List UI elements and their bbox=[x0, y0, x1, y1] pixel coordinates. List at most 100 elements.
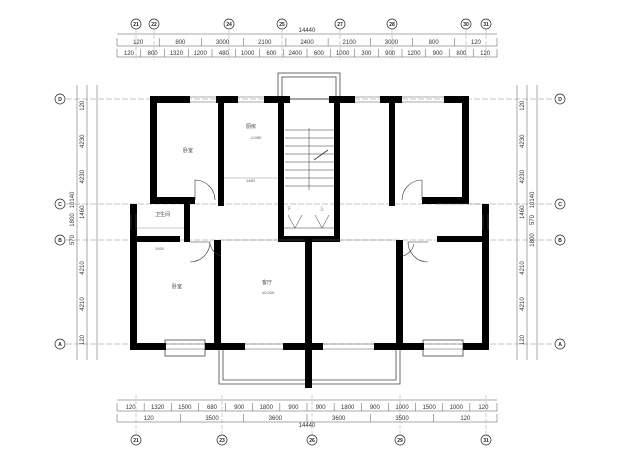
top-dim-row2-0: 120 bbox=[124, 51, 135, 57]
staircase bbox=[284, 128, 334, 229]
axis-label-bottom-21: 21 bbox=[133, 438, 139, 444]
bottom-dim-row2-3: 3600 bbox=[332, 416, 346, 422]
top-dim-row2-5: 1000 bbox=[241, 51, 255, 57]
right-dim-c-0: 4210 bbox=[520, 261, 526, 275]
right-dim-a-0: 120 bbox=[520, 100, 526, 111]
top-dim-row2-2: 1320 bbox=[170, 51, 184, 57]
right-dim-c-2: 120 bbox=[520, 334, 526, 345]
top-dim-row2-13: 900 bbox=[433, 51, 444, 57]
left-dim-a-1: 4230 bbox=[80, 134, 86, 148]
room-label-bathroom: 卫生间 bbox=[155, 211, 170, 218]
kitchen-elevation: -0.050 bbox=[250, 135, 262, 140]
axis-label-right-C: C bbox=[558, 202, 562, 208]
bottom-dim-row1-7: 900 bbox=[316, 405, 327, 411]
right-dim-b-2: 1800 bbox=[530, 233, 536, 247]
bottom-dim-row2-4: 3500 bbox=[395, 416, 409, 422]
stair-up-mark: 上 bbox=[320, 205, 324, 211]
bottom-dim-row1-10: 1000 bbox=[395, 405, 409, 411]
axis-bubble-right-D bbox=[554, 93, 566, 105]
left-dim-a-2: 4230 bbox=[80, 169, 86, 183]
left-dim-b-2: 570 bbox=[70, 234, 76, 245]
room-label-kitchen: 厨房 bbox=[246, 123, 256, 130]
right-dim-b-0: 10140 bbox=[530, 191, 536, 208]
bottom-dim-row1-9: 900 bbox=[370, 405, 381, 411]
axis-bubble-right-A bbox=[554, 338, 566, 350]
axis-label-left-C: C bbox=[58, 202, 62, 208]
bottom-dim-row2-0: 120 bbox=[144, 416, 155, 422]
top-dim-row2-9: 1000 bbox=[336, 51, 350, 57]
top-dim-row1-8: 120 bbox=[471, 40, 482, 46]
right-dim-c-1: 4210 bbox=[520, 297, 526, 311]
axis-bubble-right-B bbox=[554, 234, 566, 246]
axis-bubble-left-C bbox=[54, 198, 66, 210]
doors bbox=[189, 179, 429, 263]
top-dim-row1-5: 2100 bbox=[343, 40, 357, 46]
axis-label-left-D: D bbox=[58, 97, 62, 103]
top-dim-row2-14: 800 bbox=[456, 51, 467, 57]
top-dim-row2-11: 900 bbox=[385, 51, 396, 57]
bottom-dim-row1-1: 1320 bbox=[151, 405, 165, 411]
bottom-dim-row1-13: 120 bbox=[478, 405, 489, 411]
bottom-dim-row1-3: 680 bbox=[207, 405, 218, 411]
axis-label-top-31: 31 bbox=[483, 22, 489, 28]
room-label-living: 客厅 bbox=[262, 279, 272, 286]
top-dim-row2-12: 1200 bbox=[407, 51, 421, 57]
top-dim-row2-3: 1200 bbox=[193, 51, 207, 57]
top-dim-row2-7: 2400 bbox=[288, 51, 302, 57]
axis-bubble-right-C bbox=[554, 198, 566, 210]
bottom-dim-row2-1: 3500 bbox=[205, 416, 219, 422]
bottom-dim-row1-6: 900 bbox=[288, 405, 299, 411]
axis-label-bottom-31: 31 bbox=[483, 438, 489, 444]
axis-label-top-28: 28 bbox=[389, 22, 395, 28]
top-dim-row2-15: 120 bbox=[480, 51, 491, 57]
axis-label-left-A: A bbox=[58, 342, 62, 348]
axis-label-top-25: 25 bbox=[279, 22, 285, 28]
top-dim-row2-8: 600 bbox=[314, 51, 325, 57]
bath-dim: 1920 bbox=[155, 246, 165, 251]
axis-label-right-D: D bbox=[558, 97, 562, 103]
top-total-dim: 14440 bbox=[299, 28, 316, 34]
kitchen-dim: 1460 bbox=[246, 178, 256, 183]
living-elevation: ±0.000 bbox=[262, 290, 275, 295]
bottom-dim-row2-2: 3600 bbox=[269, 416, 283, 422]
bottom-dim-row1-2: 1500 bbox=[178, 405, 192, 411]
axis-label-top-24: 24 bbox=[226, 22, 232, 28]
interior-lines bbox=[137, 177, 482, 241]
axis-label-top-30: 30 bbox=[463, 22, 469, 28]
axis-label-bottom-23: 23 bbox=[219, 438, 225, 444]
top-dim-row1-1: 800 bbox=[175, 40, 186, 46]
top-dim-row2-10: 300 bbox=[361, 51, 372, 57]
balcony-outline bbox=[164, 72, 464, 385]
axis-label-bottom-29: 29 bbox=[397, 438, 403, 444]
bottom-dim-row1-5: 1800 bbox=[260, 405, 274, 411]
axis-bubble-left-A bbox=[54, 338, 66, 350]
axis-label-top-21: 21 bbox=[133, 22, 139, 28]
right-dim-b-1: 570 bbox=[530, 214, 536, 225]
bottom-dim-row1-0: 120 bbox=[126, 405, 137, 411]
bottom-dim-row1-12: 1000 bbox=[450, 405, 464, 411]
axis-label-right-A: A bbox=[558, 342, 562, 348]
left-dim-a-3: 1460 bbox=[80, 205, 86, 219]
top-dim-row1-7: 800 bbox=[429, 40, 440, 46]
bottom-dim-row1-11: 1500 bbox=[422, 405, 436, 411]
windows bbox=[130, 96, 489, 350]
axis-label-bottom-26: 26 bbox=[309, 438, 315, 444]
axis-label-right-B: B bbox=[558, 238, 562, 244]
bottom-dim-row1-8: 1800 bbox=[341, 405, 355, 411]
right-dim-a-2: 4230 bbox=[520, 169, 526, 183]
top-dim-row2-6: 600 bbox=[266, 51, 277, 57]
left-dim-a-0: 120 bbox=[80, 100, 86, 111]
top-dim-row1-2: 3000 bbox=[216, 40, 230, 46]
stair-down-mark: 下 bbox=[287, 206, 291, 211]
axis-label-top-22: 22 bbox=[151, 22, 157, 28]
right-dim-a-1: 4230 bbox=[520, 134, 526, 148]
top-dim-row1-3: 2100 bbox=[258, 40, 272, 46]
top-dim-row2-1: 800 bbox=[148, 51, 159, 57]
right-dim-a-3: 1460 bbox=[520, 205, 526, 219]
top-dim-row1-4: 2400 bbox=[300, 40, 314, 46]
left-dim-b-0: 10140 bbox=[70, 191, 76, 208]
left-dim-c-0: 4210 bbox=[80, 261, 86, 275]
top-dim-row2-4: 480 bbox=[219, 51, 230, 57]
